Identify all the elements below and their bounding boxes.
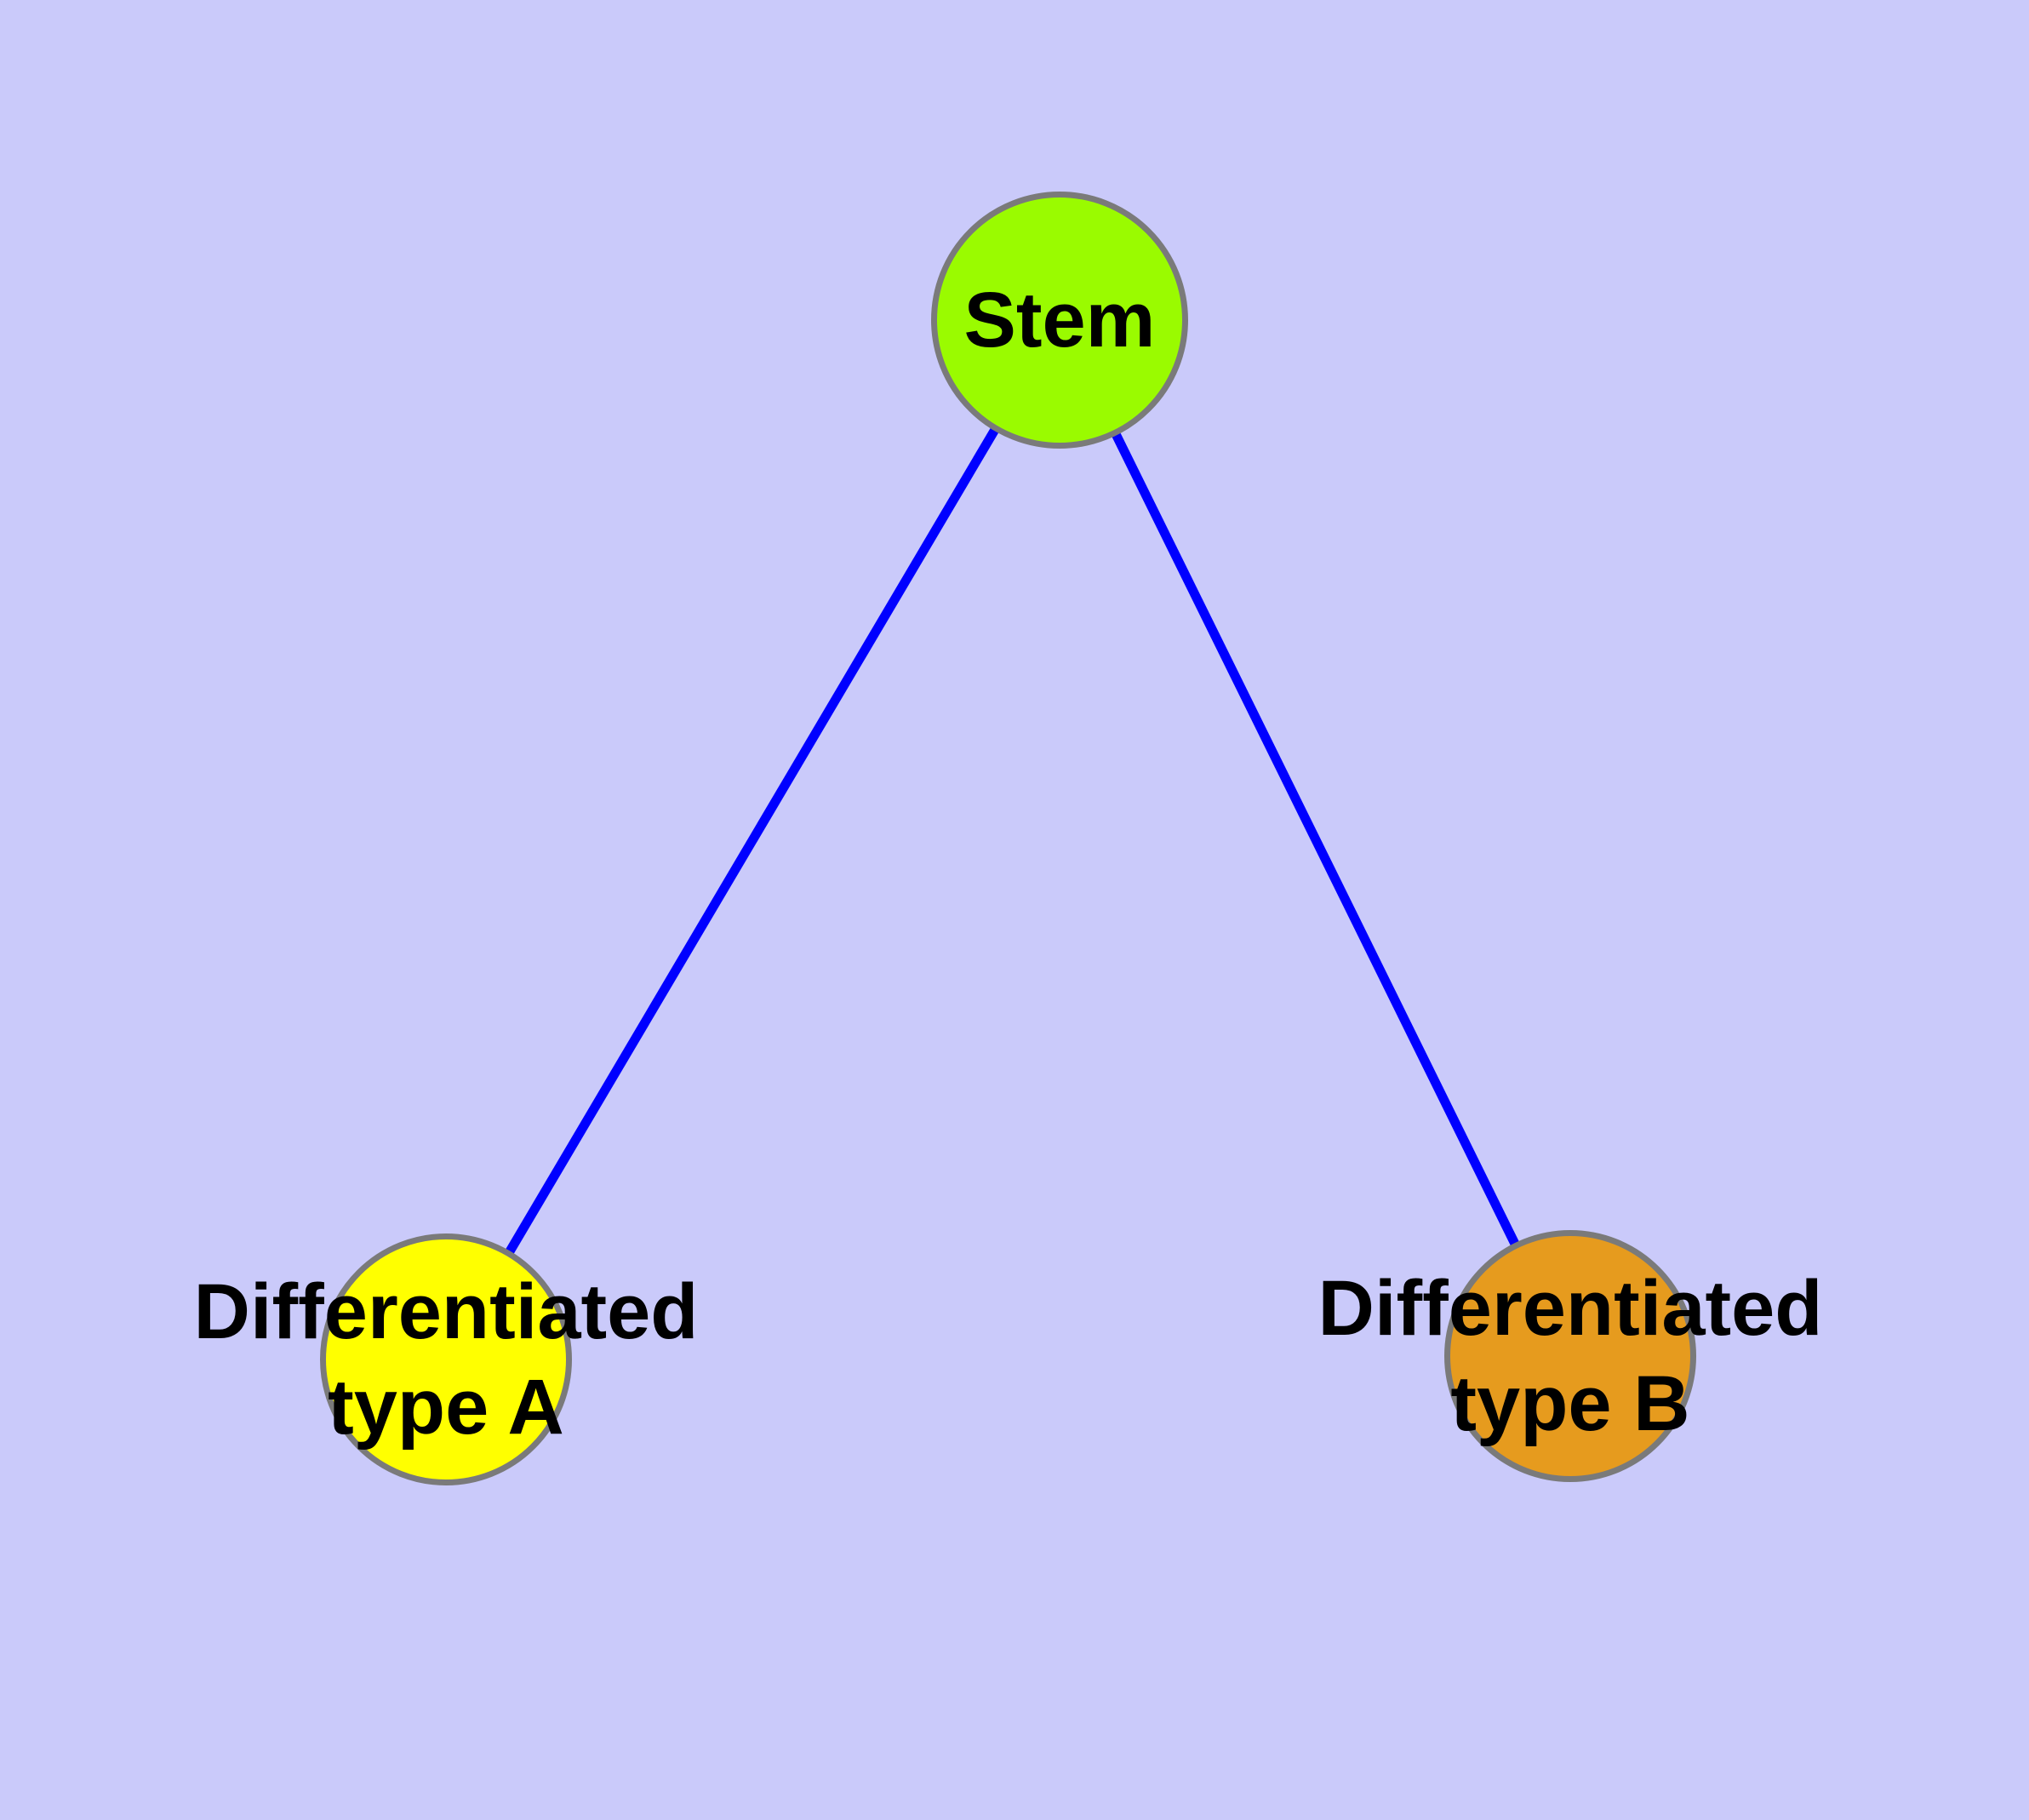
node-stem-label: Stem: [964, 272, 1156, 368]
node-differentiated-type-b[interactable]: Differentiated type B: [1318, 1230, 1822, 1482]
node-differentiated-type-b-circle[interactable]: [1444, 1230, 1696, 1482]
node-stem-circle[interactable]: [931, 192, 1188, 449]
node-differentiated-type-a-label-line2: type A: [328, 1364, 564, 1451]
node-stem-label-line1: Stem: [963, 277, 1156, 363]
edge-stem-to-type-a: [442, 318, 1064, 1362]
node-differentiated-type-b-label: Differentiated type B: [1318, 1261, 1823, 1451]
node-differentiated-type-b-label-line1: Differentiated: [1317, 1265, 1823, 1352]
node-differentiated-type-a-label-line1: Differentiated: [193, 1268, 699, 1355]
node-stem[interactable]: Stem: [931, 192, 1188, 449]
node-differentiated-type-a-circle[interactable]: [320, 1233, 572, 1485]
edge-stem-to-type-b: [1055, 318, 1575, 1359]
node-differentiated-type-b-label-line2: type B: [1450, 1360, 1690, 1447]
node-differentiated-type-a-label: Differentiated type A: [194, 1264, 699, 1455]
node-differentiated-type-a[interactable]: Differentiated type A: [194, 1233, 698, 1485]
